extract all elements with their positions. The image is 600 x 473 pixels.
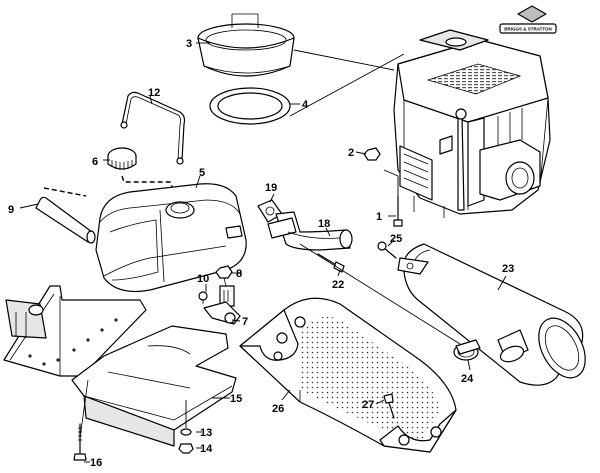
callout-25: 25 [390, 233, 402, 245]
callout-15: 15 [230, 393, 242, 405]
callout-9: 9 [8, 204, 14, 216]
part-24-clamp [453, 339, 481, 361]
callout-8: 8 [236, 268, 242, 280]
part-23-muffler [402, 243, 586, 386]
part-16-bolt [73, 423, 87, 461]
callout-24: 24 [461, 373, 474, 385]
callout-18: 18 [318, 218, 330, 230]
part-1-bolt [393, 195, 403, 227]
engine-assembly [393, 29, 551, 218]
part-3-ring-housing [197, 13, 295, 77]
assembly-line-engine-ring [293, 49, 395, 71]
callout-19: 19 [265, 182, 277, 194]
callout-22: 22 [332, 279, 344, 291]
part-25-bolt [377, 241, 397, 259]
brand-logo: BRIGGS & STRATTON [499, 5, 557, 34]
muffler-bracket [397, 257, 429, 275]
part-10-clamp [198, 291, 208, 304]
callout-4: 4 [302, 99, 309, 111]
part-14-nut [178, 443, 194, 454]
part-18-exhaust-elbow [267, 211, 353, 251]
callout-14: 14 [200, 443, 213, 455]
assembly-line-engine-gasket [289, 53, 405, 117]
part-4-gasket [209, 87, 291, 125]
part-8-nut [215, 265, 233, 287]
part-6-fuel-cap [107, 147, 137, 170]
leader-lines [19, 42, 507, 463]
part-15-heat-shield [71, 325, 237, 447]
callout-5: 5 [199, 167, 205, 179]
part-12-tube [120, 91, 186, 165]
callout-7: 7 [242, 316, 248, 328]
part-7-valve [203, 285, 241, 325]
part-9-hose [35, 196, 96, 244]
assembly-line-exhaust [299, 243, 461, 345]
callout-1: 1 [376, 211, 382, 223]
part-13-washer [180, 428, 192, 436]
callout-27: 27 [362, 399, 374, 411]
callout-23: 23 [502, 263, 514, 275]
callout-6: 6 [92, 156, 98, 168]
callout-2: 2 [348, 147, 354, 159]
brand-logo-text: BRIGGS & STRATTON [504, 27, 552, 32]
part-5-fuel-tank [95, 183, 247, 293]
assembly-line-mount [383, 169, 399, 196]
part-frame-bracket [3, 285, 147, 377]
callout-3: 3 [186, 38, 192, 50]
part-26-perforated-shield [239, 297, 457, 453]
callout-labels: 1 2 3 4 5 6 7 8 9 10 12 13 14 15 16 18 1… [8, 38, 514, 469]
part-2-nut [363, 147, 381, 161]
part-27-screw [383, 393, 395, 419]
callout-10: 10 [197, 273, 209, 285]
callout-16: 16 [90, 457, 102, 469]
callout-26: 26 [272, 403, 284, 415]
callout-12: 12 [148, 87, 160, 99]
hose-connection-dash [43, 187, 87, 197]
callout-13: 13 [200, 427, 212, 439]
